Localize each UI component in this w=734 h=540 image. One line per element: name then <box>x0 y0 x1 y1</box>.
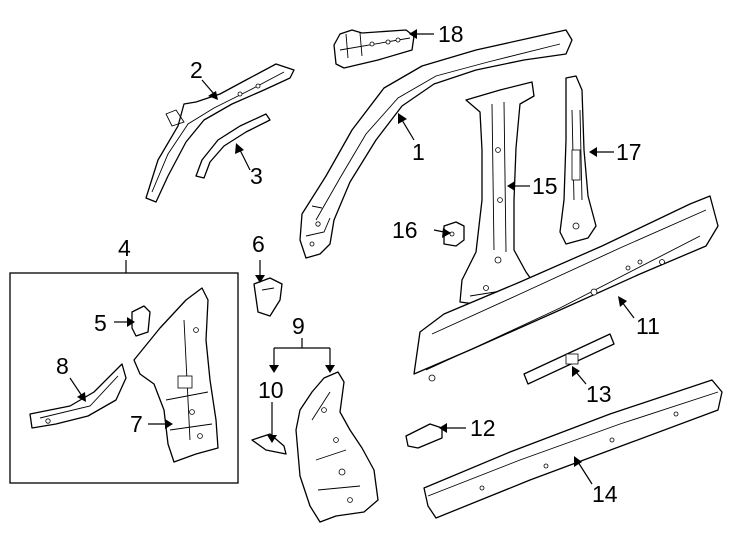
part-8-lower-brace <box>29 363 127 429</box>
part-6-bracket <box>253 277 283 317</box>
part-17-pillar-reinforcement <box>559 75 597 245</box>
callout-2: 2 <box>190 57 203 83</box>
part-12-rocker-patch <box>405 423 443 449</box>
callout-15: 15 <box>532 173 558 199</box>
part-18-roof-bracket <box>333 29 415 69</box>
part-13-rocker-strip <box>523 333 615 385</box>
part-15-b-pillar <box>459 81 537 307</box>
callout-3: 3 <box>250 163 263 189</box>
part-16-bracket <box>443 221 465 247</box>
callout-12: 12 <box>470 415 496 441</box>
part-3-trim-strip <box>195 113 271 179</box>
part-14-rocker-outer <box>423 379 723 519</box>
callout-6: 6 <box>252 231 265 257</box>
callout-1: 1 <box>412 139 425 165</box>
callout-13: 13 <box>586 381 612 407</box>
callout-10: 10 <box>258 377 284 403</box>
callout-5: 5 <box>94 310 107 336</box>
callout-7: 7 <box>130 411 143 437</box>
part-1-roof-side-rail <box>299 29 573 259</box>
callout-4: 4 <box>118 235 131 261</box>
callout-11: 11 <box>636 313 660 339</box>
leader-lines <box>69 29 635 485</box>
callout-16: 16 <box>392 217 418 243</box>
callout-18: 18 <box>438 21 464 47</box>
part-5-bracket <box>131 305 151 337</box>
part-9-pillar-lower <box>295 371 379 523</box>
callout-9: 9 <box>292 313 305 339</box>
part-2-pillar-upper <box>145 63 295 203</box>
callout-8: 8 <box>56 353 69 379</box>
callout-17: 17 <box>616 139 642 165</box>
part-4-assembly-box <box>9 272 239 484</box>
callout-14: 14 <box>592 481 618 507</box>
part-11-rocker-inner <box>413 195 719 382</box>
part-7-pillar-inner-lower <box>133 287 219 463</box>
